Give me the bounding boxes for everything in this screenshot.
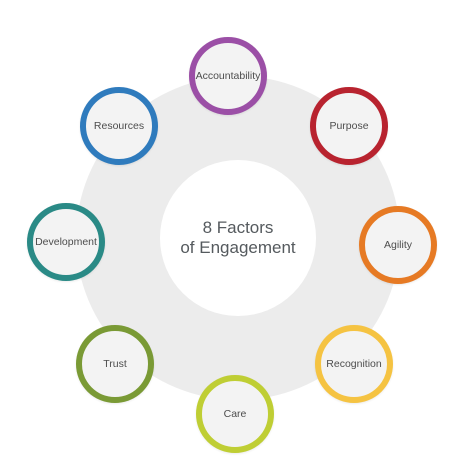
center-title: 8 Factors of Engagement	[180, 218, 295, 258]
factor-label: Resources	[93, 120, 145, 132]
factor-purpose: Purpose	[310, 87, 388, 165]
factor-development: Development	[27, 203, 105, 281]
factor-label: Recognition	[326, 358, 382, 370]
factor-label: Trust	[103, 358, 127, 370]
factor-label: Care	[223, 408, 247, 420]
factor-trust: Trust	[76, 325, 154, 403]
factor-care: Care	[196, 375, 274, 453]
factor-label: Accountability	[195, 70, 261, 82]
factor-accountability: Accountability	[189, 37, 267, 115]
factor-label: Purpose	[329, 120, 369, 132]
factor-label: Development	[35, 236, 97, 248]
factor-agility: Agility	[359, 206, 437, 284]
center-title-line-2: of Engagement	[180, 238, 296, 257]
factor-recognition: Recognition	[315, 325, 393, 403]
factor-resources: Resources	[80, 87, 158, 165]
center-title-line-1: 8 Factors	[202, 218, 274, 237]
factor-label: Agility	[383, 239, 412, 251]
center-disc: 8 Factors of Engagement	[160, 160, 316, 316]
